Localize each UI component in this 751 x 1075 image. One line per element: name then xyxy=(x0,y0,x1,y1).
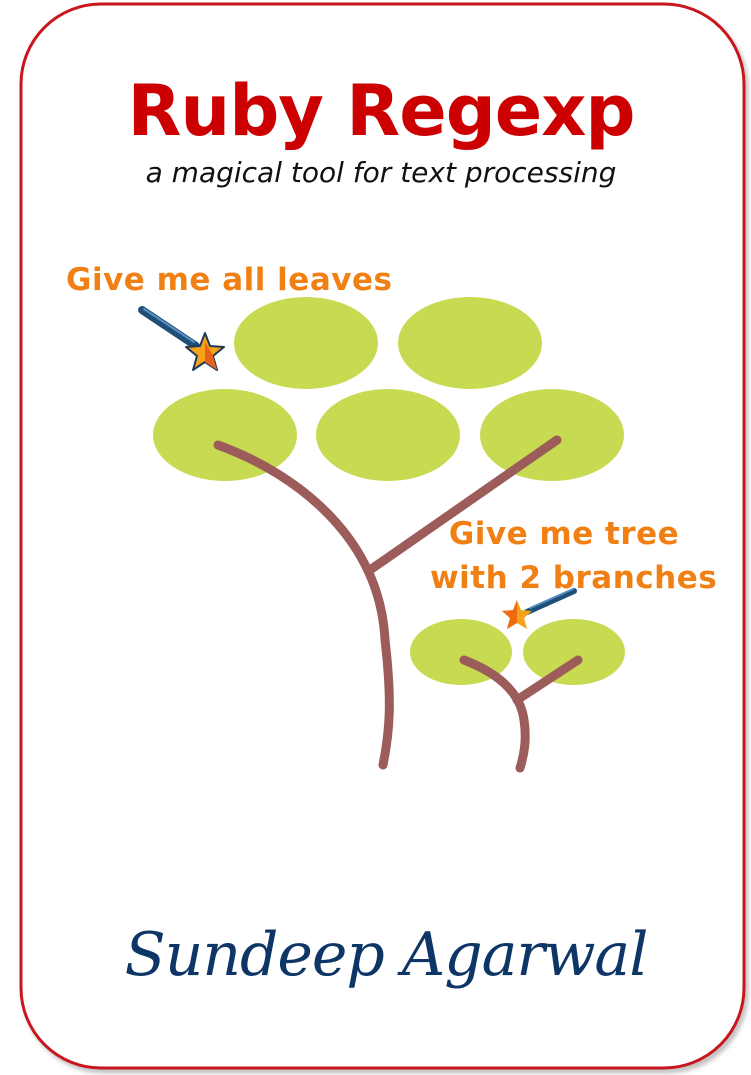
book-title: Ruby Regexp xyxy=(127,70,635,152)
small-tree xyxy=(410,619,625,773)
tree-trunk xyxy=(213,440,394,770)
annotation-line: Give me tree xyxy=(448,516,680,552)
leaf xyxy=(523,619,625,685)
book-subtitle: a magical tool for text processing xyxy=(145,156,617,189)
leaf xyxy=(316,389,460,481)
annotation-line: with 2 branches xyxy=(430,560,718,596)
author-name: Sundeep Agarwal xyxy=(124,920,649,990)
large-tree xyxy=(153,297,624,770)
leaf xyxy=(480,389,624,481)
annotation-all-leaves: Give me all leaves xyxy=(66,262,393,298)
tree-branch xyxy=(512,655,583,705)
leaf xyxy=(234,297,378,389)
cover-border xyxy=(19,2,746,1070)
leaf xyxy=(153,389,297,481)
tree-trunk xyxy=(459,655,530,773)
leaf xyxy=(398,297,542,389)
annotation-tree-branches: Give me tree with 2 branches xyxy=(430,512,718,600)
magic-wand-icon xyxy=(502,588,577,629)
tree-branch xyxy=(365,435,562,575)
magic-wand-icon xyxy=(138,306,225,371)
